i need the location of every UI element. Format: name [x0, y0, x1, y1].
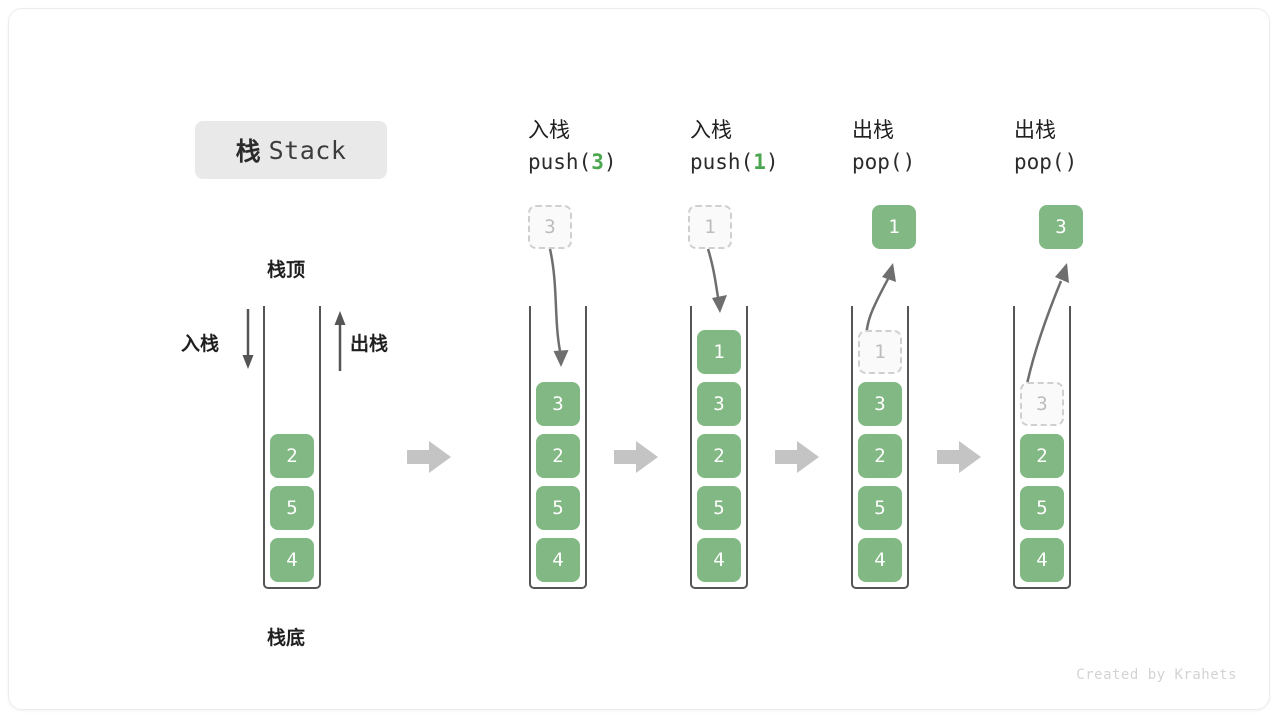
flow-arrow-icon [937, 441, 981, 473]
stack-element: 4 [270, 538, 314, 582]
stack-element: 2 [858, 434, 902, 478]
stack-element: 5 [1020, 486, 1064, 530]
stack-container-pop-2: 3 2 5 4 [1013, 306, 1071, 589]
stack-element: 4 [1020, 538, 1064, 582]
push-direction-label: 入栈 [181, 334, 220, 355]
column-header-push-3: 入栈 push(3) [528, 115, 698, 178]
stack-element: 5 [536, 486, 580, 530]
pop-direction-label: 出栈 [350, 334, 389, 355]
column-header-cn: 出栈 [1014, 119, 1056, 142]
column-header-code: push(3) [528, 149, 617, 174]
stack-element: 5 [858, 486, 902, 530]
floating-element-popped: 1 [872, 205, 916, 249]
title-badge: 栈 Stack [195, 121, 387, 179]
column-header-push-1: 入栈 push(1) [690, 115, 860, 178]
stack-element: 2 [1020, 434, 1064, 478]
stack-element: 5 [270, 486, 314, 530]
stack-container-initial: 2 5 4 [263, 306, 321, 589]
flow-arrow-icon [614, 441, 658, 473]
stack-element: 4 [697, 538, 741, 582]
column-header-cn: 出栈 [852, 119, 894, 142]
pop-direction-arrow-icon [334, 311, 346, 371]
stack-container-push-1: 1 3 2 5 4 [690, 306, 748, 589]
stack-element: 2 [270, 434, 314, 478]
title-cn: 栈 [235, 138, 261, 166]
column-header-cn: 入栈 [690, 119, 732, 142]
floating-element-ghost: 1 [688, 205, 732, 249]
stack-element: 2 [536, 434, 580, 478]
stack-container-push-3: 3 2 5 4 [529, 306, 587, 589]
diagram-card: 栈 Stack 栈顶 栈底 入栈 出栈 2 5 4 入栈 push(3) 3 3… [8, 8, 1270, 710]
floating-element-popped: 3 [1039, 205, 1083, 249]
title-en: Stack [268, 135, 347, 165]
flow-arrow-icon [775, 441, 819, 473]
column-header-code: push(1) [690, 149, 779, 174]
stack-element: 3 [697, 382, 741, 426]
push-direction-arrow-icon [242, 309, 254, 369]
stack-container-pop-1: 1 3 2 5 4 [851, 306, 909, 589]
stack-element: 3 [858, 382, 902, 426]
stack-top-label: 栈顶 [267, 260, 306, 281]
stack-element: 3 [536, 382, 580, 426]
push-curve-arrow-icon [548, 248, 569, 367]
push-curve-arrow-icon [706, 248, 727, 313]
stack-bottom-label: 栈底 [267, 628, 306, 649]
column-header-code: pop() [852, 149, 916, 174]
stack-element: 4 [536, 538, 580, 582]
stack-element: 4 [858, 538, 902, 582]
stack-element: 1 [697, 330, 741, 374]
stack-element: 5 [697, 486, 741, 530]
footer-credit: Created by Krahets [1076, 667, 1237, 683]
stack-element-ghost: 3 [1020, 382, 1064, 426]
floating-element-ghost: 3 [528, 205, 572, 249]
column-header-code: pop() [1014, 149, 1078, 174]
stack-element: 2 [697, 434, 741, 478]
column-header-cn: 入栈 [528, 119, 570, 142]
column-header-pop-1: 出栈 pop() [852, 115, 1022, 178]
stack-element-ghost: 1 [858, 330, 902, 374]
column-header-pop-2: 出栈 pop() [1014, 115, 1184, 178]
flow-arrow-icon [407, 441, 451, 473]
